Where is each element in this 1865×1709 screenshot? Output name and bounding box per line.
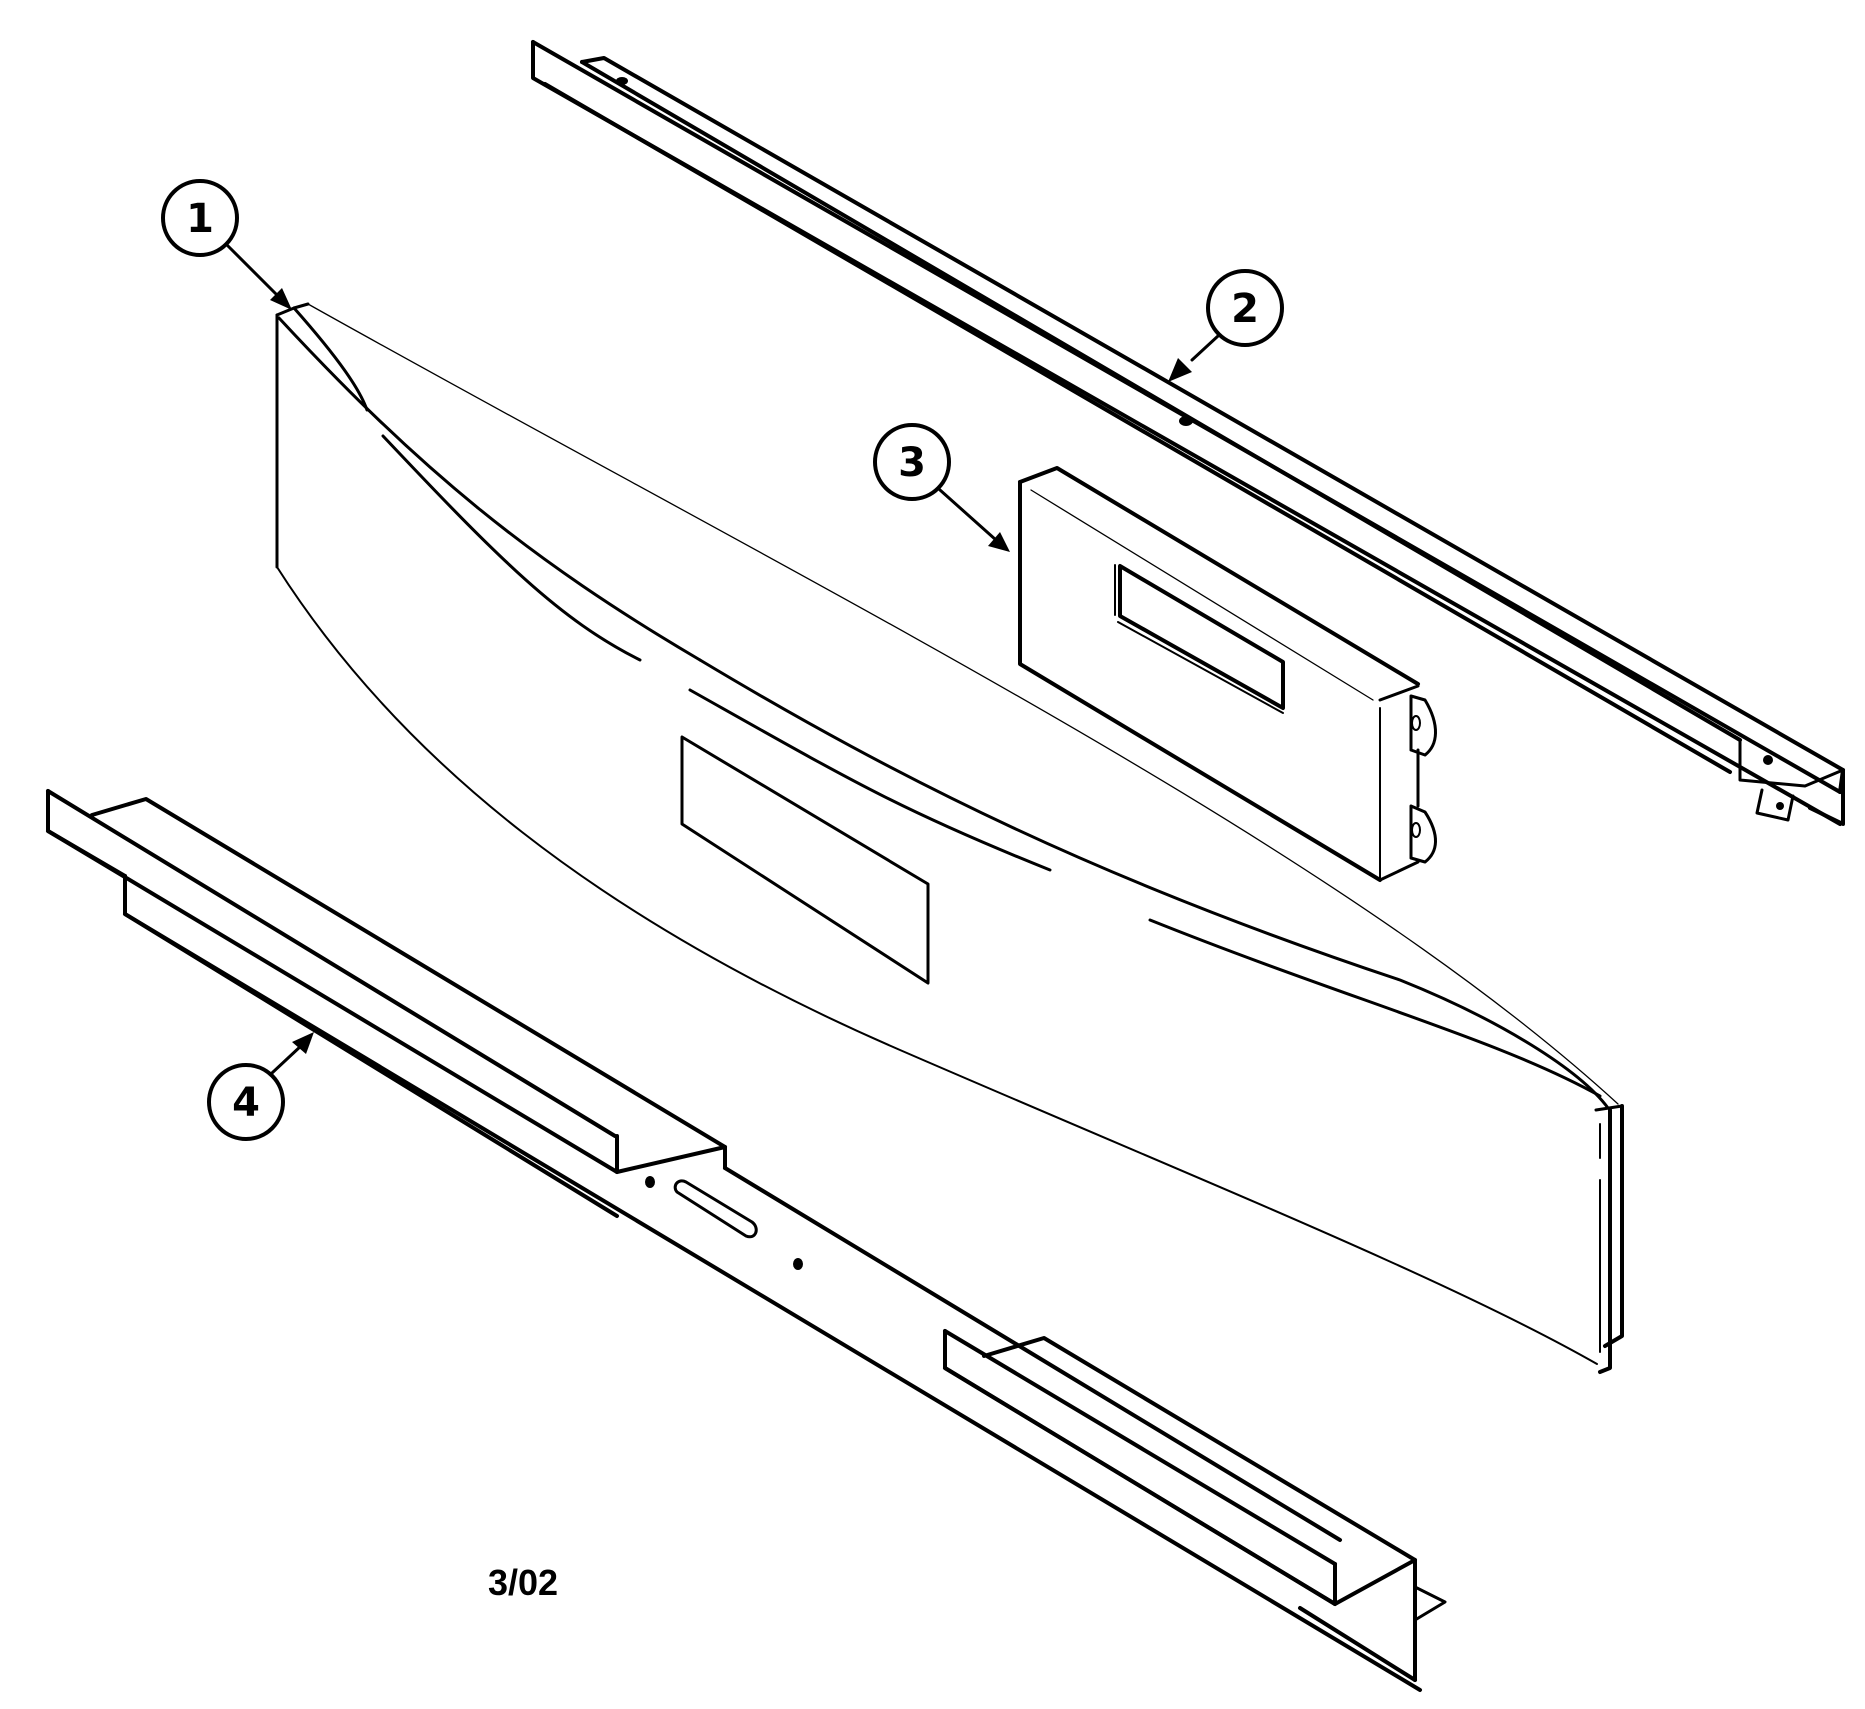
callout-4: 4 — [207, 1032, 314, 1141]
lower-mounting-bracket — [46, 789, 1447, 1692]
callout-circle-3 — [873, 423, 951, 501]
callout-3: 3 — [873, 423, 1010, 552]
callout-circle-2 — [1206, 269, 1284, 347]
callout-label-2: 2 — [1231, 286, 1259, 332]
date-code: 3/02 — [488, 1562, 558, 1603]
callout-1: 1 — [161, 179, 292, 310]
callout-label-3: 3 — [898, 440, 926, 486]
callout-2: 2 — [1168, 269, 1284, 382]
mounting-tab-top — [1409, 694, 1437, 757]
callout-label-4: 4 — [232, 1080, 260, 1126]
callout-label-1: 1 — [186, 196, 214, 242]
callout-circle-1 — [161, 179, 239, 257]
control-panel — [275, 302, 1624, 1374]
callout-circle-4 — [207, 1063, 285, 1141]
mounting-tab-bottom — [1409, 804, 1437, 864]
upper-mounting-rail — [531, 40, 1845, 826]
display-control-module — [1018, 466, 1437, 882]
